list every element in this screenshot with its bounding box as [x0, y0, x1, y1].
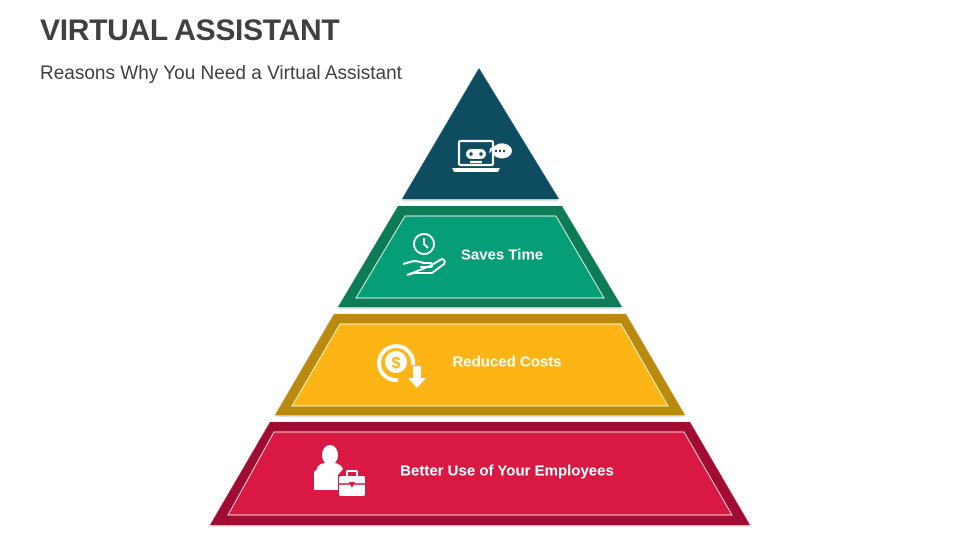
pyramid-apex [402, 68, 559, 199]
page-title: VIRTUAL ASSISTANT [40, 14, 340, 47]
page-subtitle: Reasons Why You Need a Virtual Assistant [40, 63, 402, 84]
tier-label-reduced-costs: Reduced Costs [452, 353, 562, 371]
dollar-cost-down-icon: $ [377, 344, 426, 388]
tier-label-better-use-employees: Better Use of Your Employees [400, 462, 614, 480]
laptop-chatbot-icon [452, 139, 512, 172]
employee-briefcase-icon [314, 445, 365, 496]
hand-clock-icon [402, 233, 446, 276]
svg-text:$: $ [392, 355, 401, 372]
pyramid-tier-saves-time [338, 206, 622, 307]
tier-label-saves-time: Saves Time [460, 246, 544, 264]
pyramid-tier-better-use-employees [210, 422, 750, 525]
pyramid-tier-reduced-costs: $ [275, 314, 685, 415]
